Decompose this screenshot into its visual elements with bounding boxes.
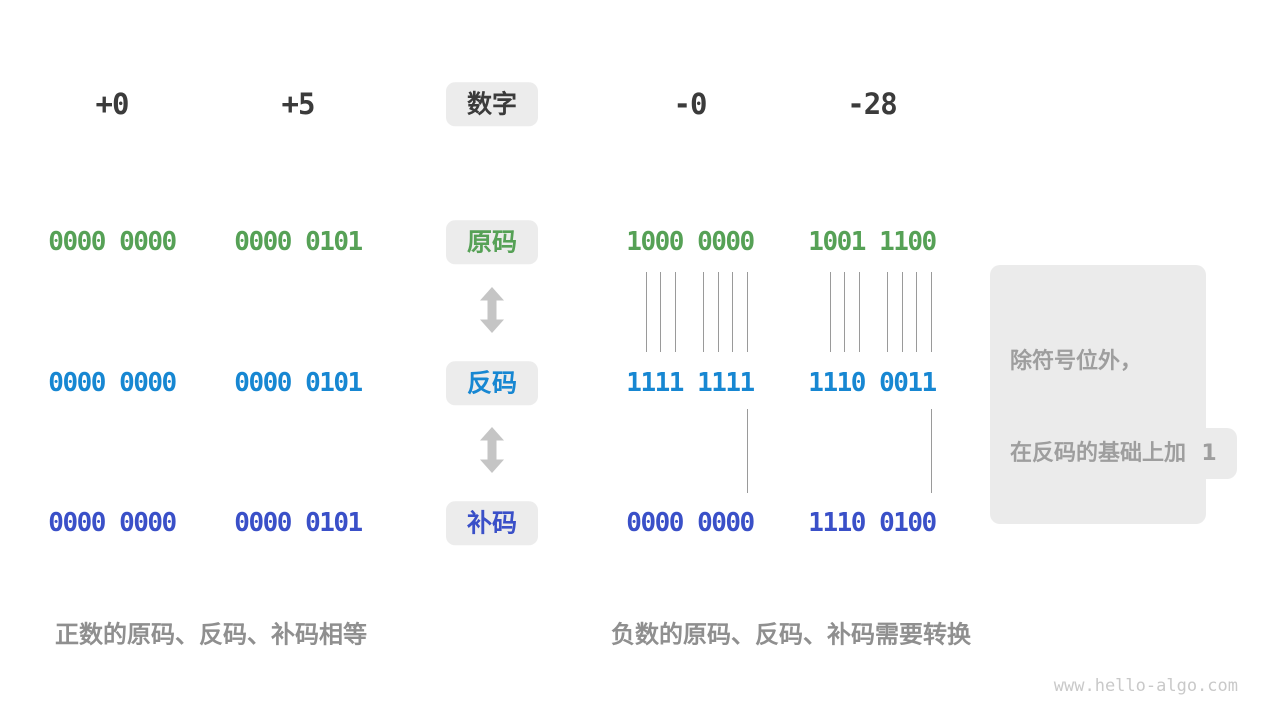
sign-magnitude-badge: 原码 — [445, 220, 539, 264]
add-one-line — [931, 409, 932, 493]
bit-flip-line — [675, 272, 676, 352]
binary-value: 0000 0000 — [48, 368, 177, 398]
binary-value: 1110 0011 — [808, 368, 937, 398]
watermark: www.hello-algo.com — [1053, 676, 1238, 696]
decimal-minus-0: -0 — [673, 87, 708, 121]
binary-value: 0000 0101 — [234, 227, 363, 257]
bit-flip-line — [718, 272, 719, 352]
positive-numbers-caption: 正数的原码、反码、补码相等 — [55, 620, 367, 649]
add-one-note: 在反码的基础上加 1 — [990, 428, 1237, 479]
up-down-arrow-icon — [479, 287, 505, 333]
decimal-plus-0: +0 — [95, 87, 130, 121]
add-one-line — [747, 409, 748, 493]
flip-bits-note-line1: 除符号位外， — [1010, 349, 1143, 374]
binary-value: 0000 0101 — [234, 508, 363, 538]
bit-flip-line — [830, 272, 831, 352]
bit-flip-line — [747, 272, 748, 352]
ones-complement-badge: 反码 — [445, 361, 539, 405]
bit-flip-line — [887, 272, 888, 352]
bit-flip-line — [646, 272, 647, 352]
binary-value: 1110 0100 — [808, 508, 937, 538]
binary-value: 0000 0000 — [626, 508, 755, 538]
binary-value: 0000 0000 — [48, 227, 177, 257]
negative-numbers-caption: 负数的原码、反码、补码需要转换 — [611, 620, 971, 649]
bit-flip-line — [916, 272, 917, 352]
bit-flip-line — [931, 272, 932, 352]
bit-flip-line — [660, 272, 661, 352]
bit-flip-line — [902, 272, 903, 352]
binary-value: 0000 0101 — [234, 368, 363, 398]
decimal-plus-5: +5 — [281, 87, 316, 121]
flip-bits-note: 除符号位外， 对其余所有位取反 — [990, 265, 1207, 524]
bit-flip-line — [859, 272, 860, 352]
bit-flip-line — [844, 272, 845, 352]
binary-value: 1000 0000 — [626, 227, 755, 257]
up-down-arrow-icon — [479, 427, 505, 473]
twos-complement-badge: 补码 — [445, 501, 539, 545]
number-badge: 数字 — [445, 82, 539, 126]
decimal-minus-28: -28 — [847, 87, 897, 121]
binary-value: 1111 1111 — [626, 368, 755, 398]
binary-value: 0000 0000 — [48, 508, 177, 538]
binary-value: 1001 1100 — [808, 227, 937, 257]
bit-flip-line — [703, 272, 704, 352]
bit-flip-line — [732, 272, 733, 352]
